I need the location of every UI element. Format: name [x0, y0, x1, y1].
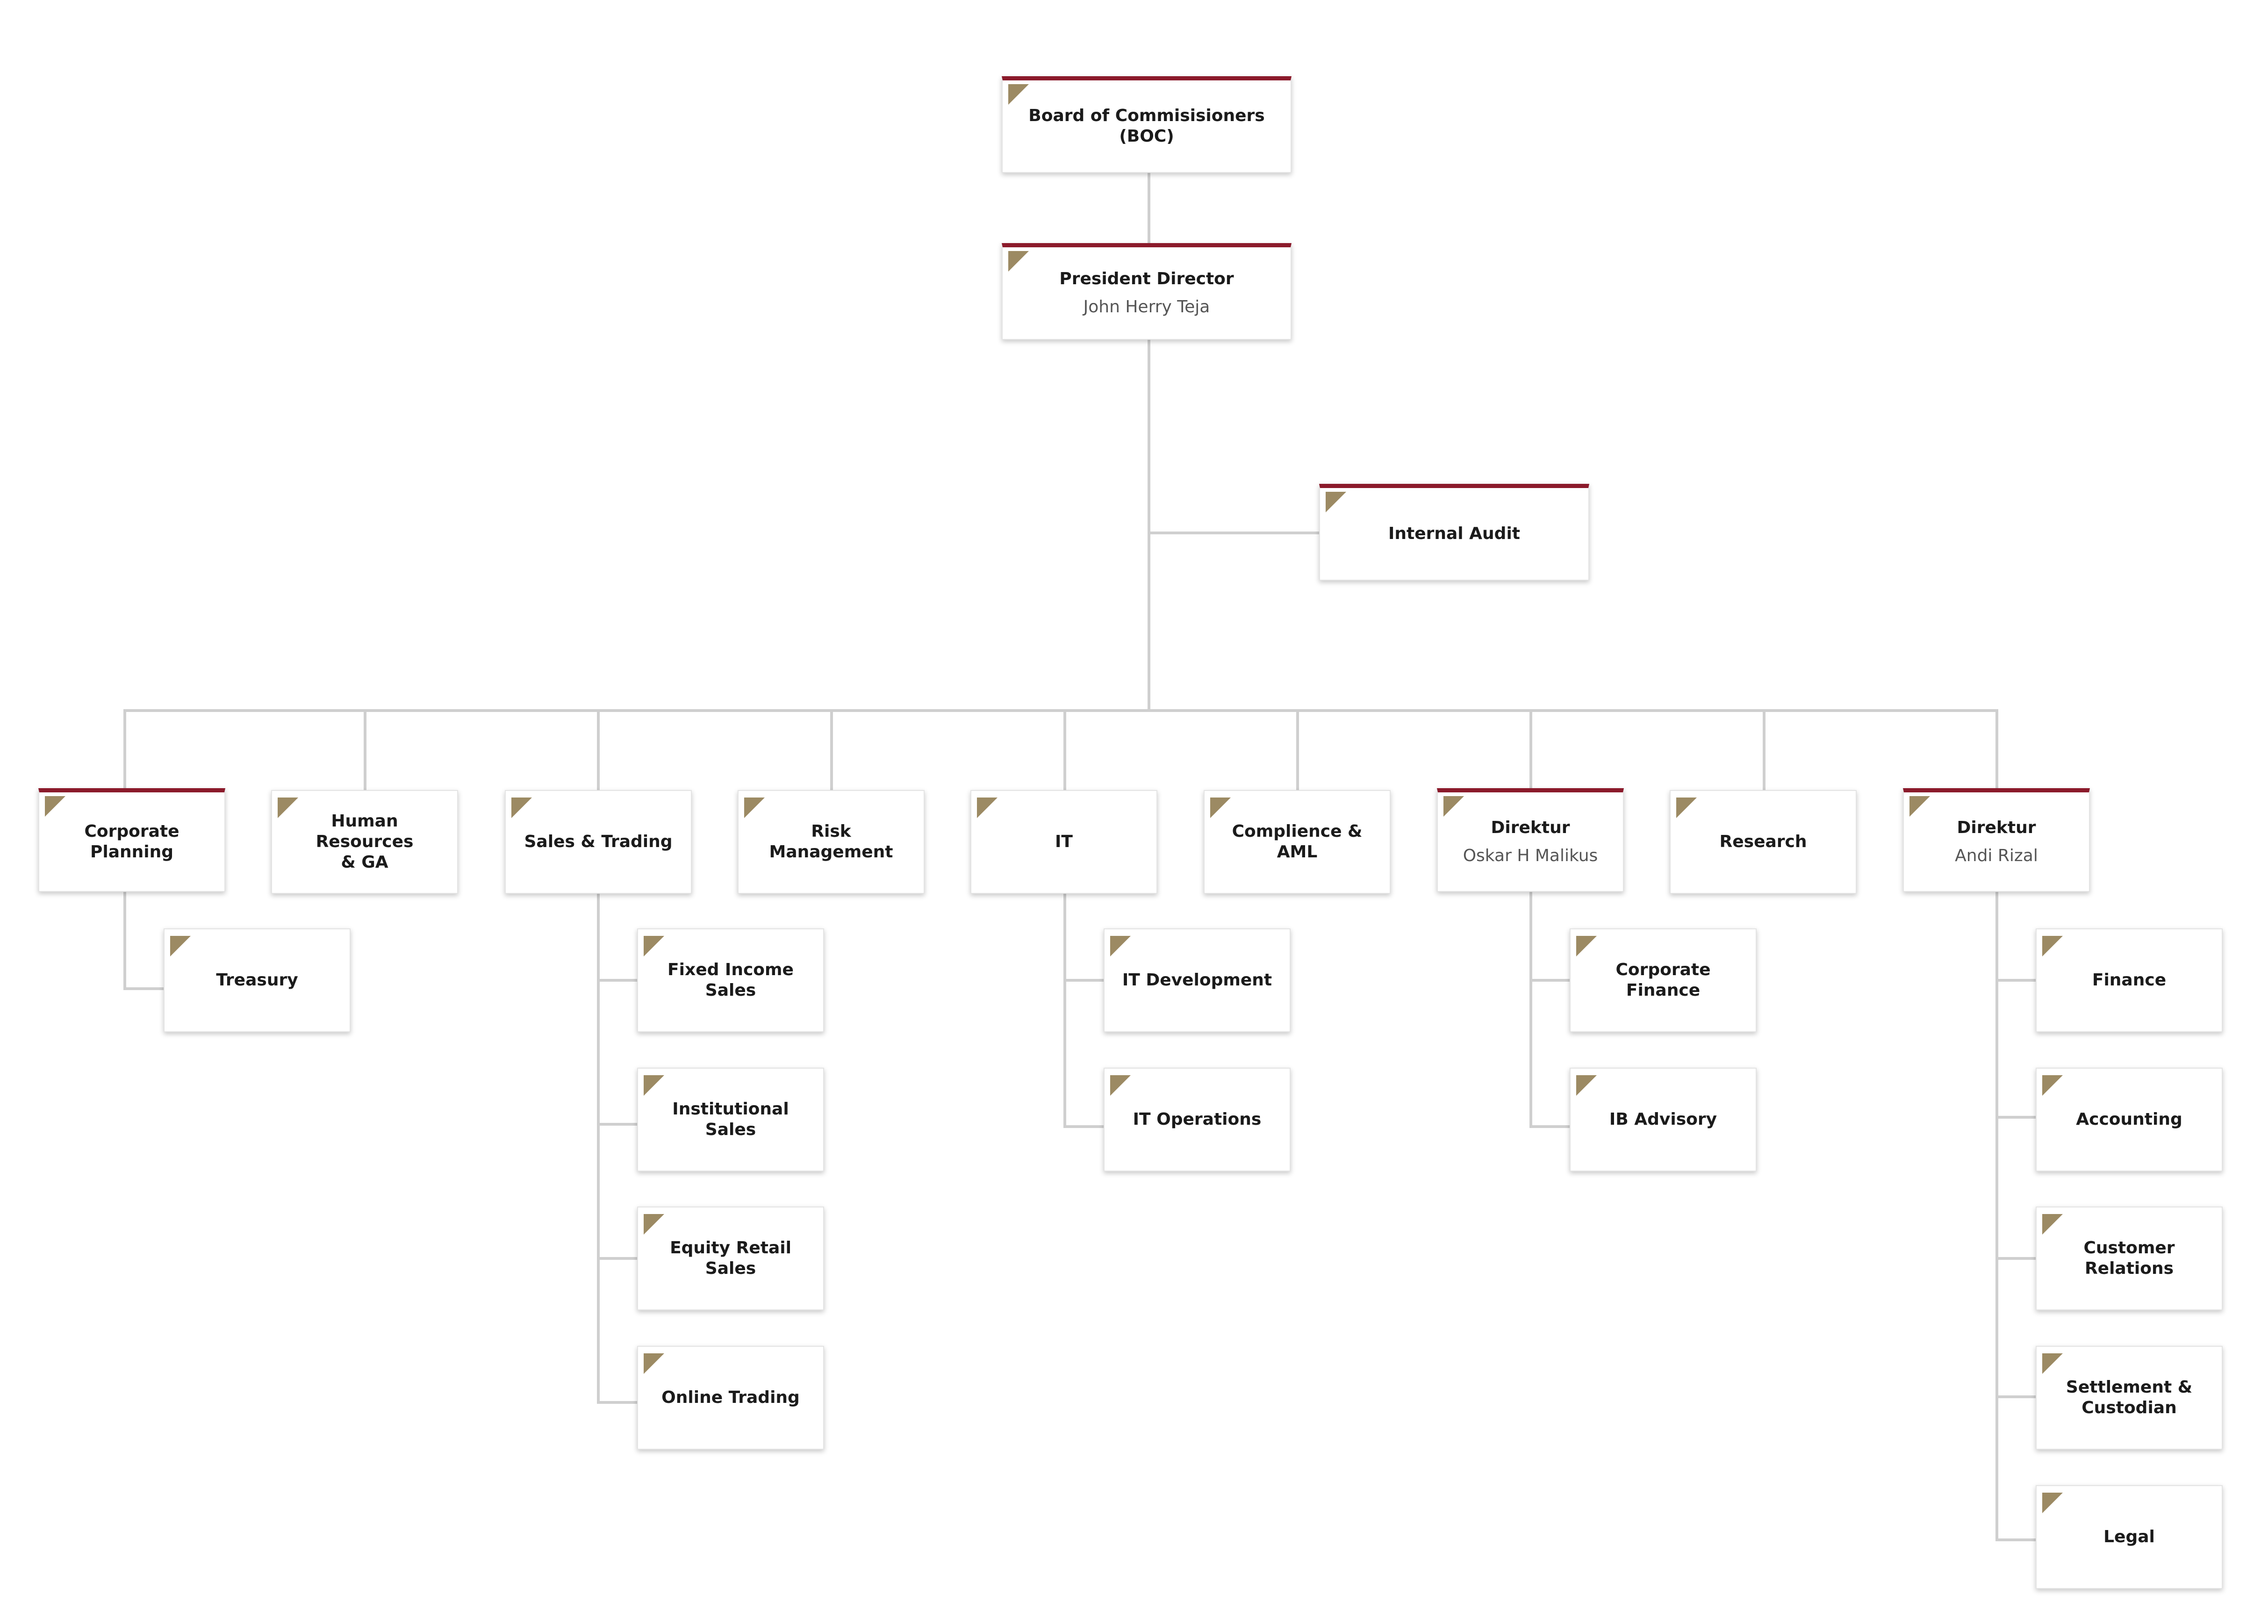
- node-ib-advisory: IB Advisory: [1570, 1068, 1757, 1171]
- node-title: IB Advisory: [1609, 1110, 1717, 1129]
- node-title: IT Development: [1122, 970, 1272, 990]
- node-title: Human Resources & GA: [316, 812, 414, 872]
- node-accounting: Accounting: [2036, 1068, 2223, 1171]
- node-title: Accounting: [2076, 1110, 2182, 1129]
- node-institutional-sales: Institutional Sales: [637, 1068, 824, 1171]
- node-title: Corporate Finance: [1615, 960, 1711, 1000]
- node-title: Corporate Planning: [84, 821, 179, 862]
- corner-tag-icon: [511, 798, 532, 818]
- node-internal-audit: Internal Audit: [1319, 484, 1589, 581]
- node-title: Complience & AML: [1232, 822, 1363, 862]
- node-person-name: John Herry Teja: [1083, 297, 1210, 316]
- node-equity-retail-sales: Equity Retail Sales: [637, 1207, 824, 1310]
- corner-tag-icon: [1210, 798, 1231, 818]
- node-title: President Director: [1059, 269, 1234, 288]
- corner-tag-icon: [744, 798, 765, 818]
- node-title: Sales & Trading: [524, 832, 673, 851]
- node-title: Treasury: [216, 970, 298, 990]
- node-person-name: Oskar H Malikus: [1463, 846, 1598, 865]
- node-human-resources-ga: Human Resources & GA: [271, 790, 458, 894]
- node-title: Board of Commisisioners (BOC): [1028, 106, 1265, 146]
- node-title: Direktur: [1491, 818, 1570, 837]
- corner-tag-icon: [1676, 798, 1697, 818]
- corner-tag-icon: [644, 1214, 664, 1235]
- node-customer-relations: Customer Relations: [2036, 1207, 2223, 1310]
- corner-tag-icon: [278, 798, 298, 818]
- node-direktur-oskar: Direktur Oskar H Malikus: [1437, 788, 1624, 892]
- node-risk-management: Risk Management: [738, 790, 925, 894]
- node-board-of-commissioners: Board of Commisisioners (BOC): [1002, 76, 1292, 173]
- corner-tag-icon: [1110, 1075, 1131, 1096]
- node-title: IT: [1055, 832, 1073, 851]
- corner-tag-icon: [644, 1353, 664, 1374]
- corner-tag-icon: [1008, 84, 1029, 105]
- node-title: Research: [1719, 832, 1807, 851]
- corner-tag-icon: [2042, 936, 2063, 956]
- corner-tag-icon: [2042, 1353, 2063, 1374]
- node-title: Online Trading: [661, 1388, 800, 1407]
- node-fixed-income-sales: Fixed Income Sales: [637, 928, 824, 1032]
- corner-tag-icon: [2042, 1493, 2063, 1513]
- node-compliance-aml: Complience & AML: [1204, 790, 1391, 894]
- node-treasury: Treasury: [164, 928, 351, 1032]
- node-sales-trading: Sales & Trading: [505, 790, 692, 894]
- corner-tag-icon: [1576, 936, 1597, 956]
- node-it: IT: [970, 790, 1157, 894]
- node-title: Internal Audit: [1388, 524, 1520, 543]
- corner-tag-icon: [644, 936, 664, 956]
- node-title: Equity Retail Sales: [670, 1238, 791, 1278]
- corner-tag-icon: [2042, 1214, 2063, 1235]
- corner-tag-icon: [977, 798, 998, 818]
- node-it-operations: IT Operations: [1104, 1068, 1291, 1171]
- node-online-trading: Online Trading: [637, 1346, 824, 1450]
- node-title: Finance: [2092, 970, 2167, 990]
- corner-tag-icon: [1909, 796, 1930, 817]
- node-president-director: President Director John Herry Teja: [1002, 243, 1292, 340]
- node-title: Risk Management: [769, 822, 893, 862]
- node-person-name: Andi Rizal: [1955, 846, 2038, 865]
- corner-tag-icon: [1576, 1075, 1597, 1096]
- corner-tag-icon: [1443, 796, 1464, 817]
- node-title: Customer Relations: [2083, 1238, 2175, 1278]
- corner-tag-icon: [1110, 936, 1131, 956]
- node-title: Settlement & Custodian: [2066, 1378, 2193, 1417]
- node-corporate-planning: Corporate Planning: [38, 788, 225, 892]
- node-settlement-custodian: Settlement & Custodian: [2036, 1346, 2223, 1450]
- node-title: Institutional Sales: [672, 1099, 789, 1139]
- node-title: Legal: [2103, 1527, 2155, 1546]
- node-direktur-andi: Direktur Andi Rizal: [1903, 788, 2090, 892]
- node-corporate-finance: Corporate Finance: [1570, 928, 1757, 1032]
- node-it-development: IT Development: [1104, 928, 1291, 1032]
- corner-tag-icon: [45, 796, 65, 817]
- corner-tag-icon: [1326, 492, 1346, 512]
- corner-tag-icon: [2042, 1075, 2063, 1096]
- node-title: Fixed Income Sales: [667, 960, 794, 1000]
- corner-tag-icon: [170, 936, 191, 956]
- corner-tag-icon: [1008, 251, 1029, 272]
- node-legal: Legal: [2036, 1485, 2223, 1589]
- node-finance: Finance: [2036, 928, 2223, 1032]
- node-title: IT Operations: [1133, 1110, 1262, 1129]
- node-title: Direktur: [1957, 818, 2036, 837]
- node-research: Research: [1670, 790, 1857, 894]
- corner-tag-icon: [644, 1075, 664, 1096]
